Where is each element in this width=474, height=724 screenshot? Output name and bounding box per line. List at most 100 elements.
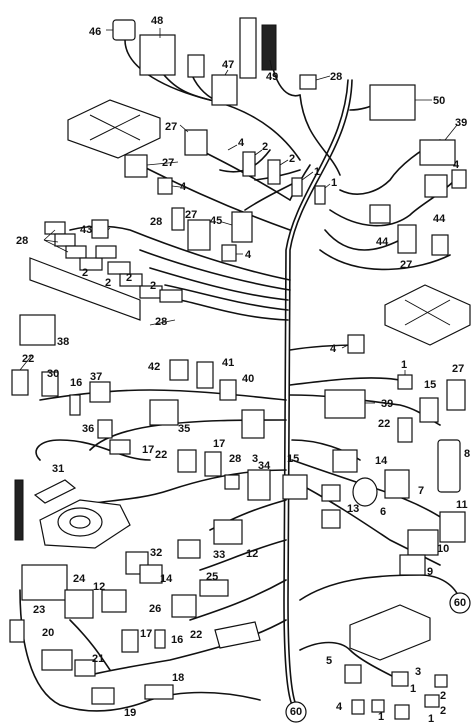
callout-27: 27 [452, 363, 464, 375]
connector-17-b [204, 451, 222, 477]
callout-4: 4 [238, 137, 245, 149]
connector-25 [199, 579, 229, 597]
callout-33: 33 [213, 549, 225, 561]
connector-27-b [124, 154, 148, 178]
connector-1-a [291, 177, 303, 197]
connector-27-c [187, 219, 211, 251]
callout-17: 17 [213, 438, 225, 450]
callout-22: 22 [378, 418, 390, 430]
connector-21 [74, 659, 96, 677]
callouts: 46 48 47 49 28 50 27 4 2 2 1 1 39 27 4 4… [16, 15, 470, 724]
callout-12: 12 [246, 548, 258, 560]
callout-50: 50 [433, 95, 445, 107]
connector-46 [112, 19, 136, 41]
connector-45 [231, 211, 253, 243]
callout-47: 47 [222, 59, 234, 71]
callout-22: 22 [155, 449, 167, 461]
connector-49 [239, 17, 257, 79]
connector-1-e [424, 694, 440, 708]
callout-27: 27 [165, 121, 177, 133]
connector-5 [344, 664, 362, 684]
callout-30: 30 [47, 368, 59, 380]
callout-43: 43 [80, 224, 92, 236]
connector-10 [407, 529, 439, 556]
ref-ring-60-bottom [285, 701, 307, 723]
callout-6: 6 [380, 506, 386, 518]
callout-32: 32 [150, 547, 162, 559]
connector-28-low [224, 474, 240, 490]
ref-ring-60-right-label: 60 [454, 597, 466, 609]
callout-2: 2 [150, 280, 156, 292]
speaker-cone-inner [69, 515, 91, 529]
connector-13-b [321, 509, 341, 529]
callout-7: 7 [418, 485, 424, 497]
callout-2: 2 [105, 277, 111, 289]
connector-22-c [177, 449, 197, 473]
connector-28-top [299, 74, 317, 90]
connector-1-d [371, 699, 385, 713]
connector-39-top [419, 139, 456, 166]
callout-4: 4 [453, 159, 460, 171]
connector-9 [399, 554, 426, 576]
callout-4: 4 [336, 701, 343, 713]
connector-22-b [397, 417, 413, 443]
callout-41: 41 [222, 357, 234, 369]
callout-3: 3 [415, 666, 421, 678]
connector-17-a [109, 439, 131, 455]
connector-1-c [397, 374, 413, 390]
callout-28: 28 [155, 316, 167, 328]
connector-15-b [282, 474, 308, 500]
fuse-box-38 [19, 314, 56, 346]
connector-16-a [69, 394, 81, 416]
callout-22: 22 [190, 629, 202, 641]
connector-47 [211, 74, 238, 106]
callout-28: 28 [150, 216, 162, 228]
callout-39: 39 [455, 117, 467, 129]
ring-references: 60 60 [285, 592, 471, 723]
callout-1: 1 [331, 177, 337, 189]
connector-15-a [419, 397, 439, 423]
connector-12-a [213, 519, 243, 545]
control-module-right [384, 284, 471, 346]
connector-2-a [242, 151, 256, 177]
callout-25: 25 [206, 571, 218, 583]
callout-28: 28 [330, 71, 342, 83]
connector-39-right [324, 389, 366, 419]
callout-19: 19 [124, 707, 136, 719]
connector-28-mid [171, 207, 185, 231]
connector-40 [219, 379, 237, 401]
connector-49-pins [261, 24, 277, 71]
connector-31 [33, 479, 77, 504]
callout-49: 49 [266, 71, 278, 83]
connector-17-c [121, 629, 139, 653]
connector-11 [439, 511, 466, 543]
callout-22: 22 [22, 353, 34, 365]
connector-50 [369, 84, 416, 121]
callout-27: 27 [185, 209, 197, 221]
callout-15: 15 [424, 379, 436, 391]
callout-28: 28 [229, 453, 241, 465]
callout-36: 36 [82, 423, 94, 435]
connector-13-a [321, 484, 341, 502]
callout-27: 27 [400, 259, 412, 271]
callout-44: 44 [376, 236, 389, 248]
callout-1: 1 [401, 359, 407, 371]
connector-42 [169, 359, 189, 381]
callout-5: 5 [326, 655, 332, 667]
callout-39: 39 [381, 398, 393, 410]
callout-42: 42 [148, 361, 160, 373]
connector-4-d [221, 244, 237, 262]
relay-panel-38 [29, 257, 141, 321]
connector-19 [91, 687, 115, 705]
connector-37 [89, 381, 111, 403]
callout-2: 2 [440, 705, 446, 717]
connector-1-b [314, 185, 326, 205]
callout-1: 1 [410, 683, 416, 695]
connector-36 [97, 419, 113, 439]
connector-7 [384, 469, 410, 499]
callout-16: 16 [70, 377, 82, 389]
callout-2: 2 [440, 690, 446, 702]
fuse-relay-23 [21, 564, 68, 601]
callout-8: 8 [464, 448, 470, 460]
